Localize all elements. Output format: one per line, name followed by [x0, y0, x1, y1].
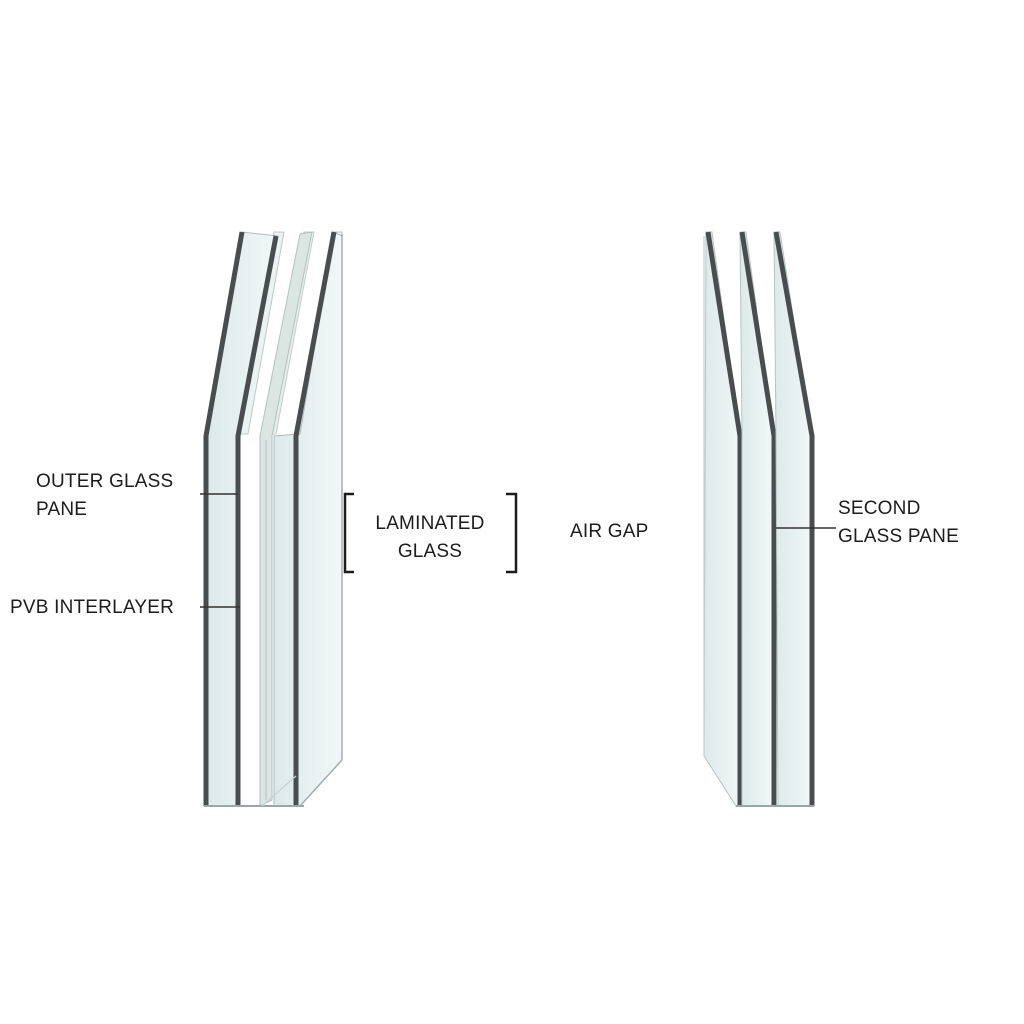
second-glass-assembly — [703, 231, 815, 807]
laminated-glass-label: LAMINATED GLASS — [375, 513, 485, 562]
laminated-glass-assembly — [203, 231, 343, 807]
laminate-base-bevel — [261, 775, 297, 807]
right-pane-3-edge — [773, 231, 815, 806]
pvb-interlayer-label: PVB INTERLAYER — [10, 597, 174, 618]
air-gap-label: AIR GAP — [570, 521, 649, 542]
annotation-lines — [200, 492, 836, 608]
inner-laminate-glass-edge — [293, 231, 337, 806]
outer-glass-pane-edge — [203, 231, 245, 806]
second-glass-pane-label: SECOND GLASS PANE — [838, 498, 959, 547]
right-pane-2-edge — [739, 231, 777, 806]
outer-glass-pane-label: OUTER GLASS PANE — [36, 471, 174, 520]
right-pane-1-edge — [705, 231, 743, 806]
laminate-bottom-bevel — [299, 759, 343, 807]
laminated-glass-bracket-left — [343, 492, 354, 574]
laminated-glass-bracket-right — [506, 492, 518, 574]
outer-glass-pane-inner-edge — [235, 235, 279, 806]
